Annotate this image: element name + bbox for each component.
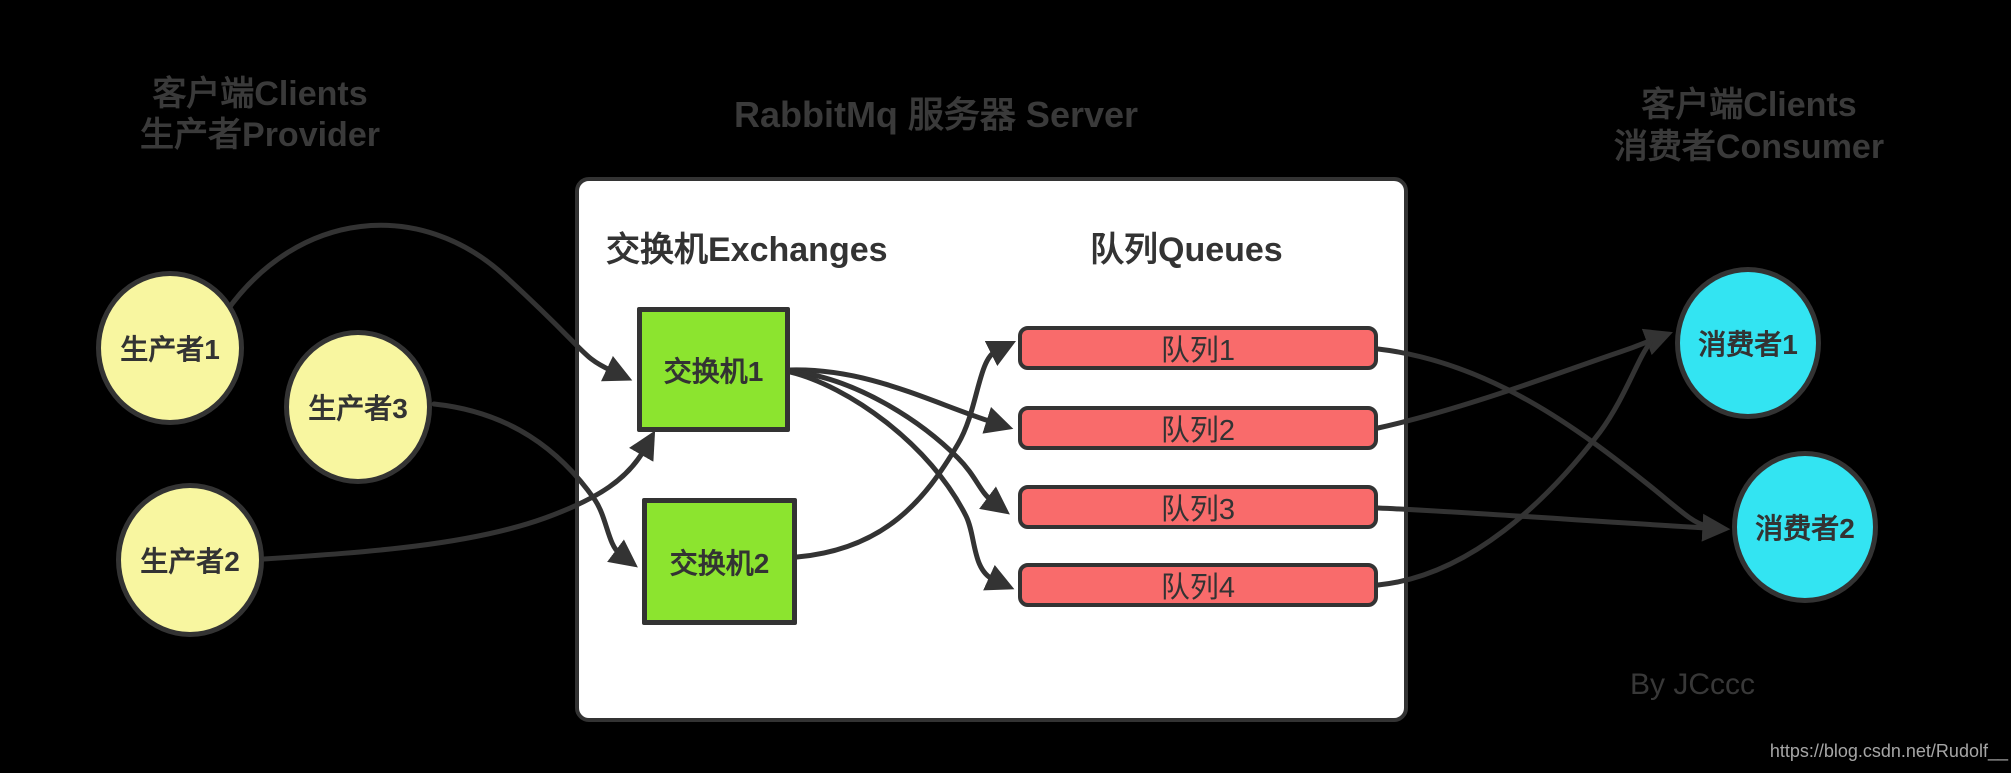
producer-1-node: 生产者1 <box>96 271 244 425</box>
queue-3-label: 队列3 <box>1160 494 1236 526</box>
consumer-2-node: 消费者2 <box>1732 451 1878 603</box>
exchange-1-label: 交换机1 <box>663 355 764 387</box>
queue-4-label: 队列4 <box>1160 572 1236 604</box>
edge-queue3-consumer2 <box>1375 505 1731 542</box>
exchange-1-node: 交换机1 <box>637 307 790 432</box>
queue-2-node: 队列2 <box>1018 406 1378 450</box>
clients-consumer-title-line1: 客户端Clients <box>1641 86 1857 124</box>
consumer-1-label: 消费者1 <box>1698 329 1798 360</box>
source-url-watermark: https://blog.csdn.net/Rudolf__ <box>1769 741 2008 761</box>
producer-3-label: 生产者3 <box>308 393 408 424</box>
clients-consumer-title-line2: 消费者Consumer <box>1613 128 1885 166</box>
producer-2-node: 生产者2 <box>116 483 264 637</box>
queue-1-label: 队列1 <box>1160 335 1236 367</box>
producer-1-label: 生产者1 <box>120 334 220 365</box>
edge-exchange1-queue3 <box>787 368 1010 515</box>
exchange-2-label: 交换机2 <box>669 547 770 579</box>
exchange-2-node: 交换机2 <box>642 498 797 625</box>
clients-provider-title-line2: 生产者Provider <box>140 116 380 154</box>
queue-4-node: 队列4 <box>1018 563 1378 607</box>
edge-producer1-exchange1 <box>223 222 633 382</box>
producer-3-node: 生产者3 <box>284 330 432 484</box>
edge-producer2-exchange1 <box>261 430 656 562</box>
queue-1-node: 队列1 <box>1018 326 1378 370</box>
exchanges-heading: 交换机Exchanges <box>606 231 888 269</box>
consumer-1-node: 消费者1 <box>1675 267 1821 419</box>
edge-exchange2-queue1 <box>794 340 1017 560</box>
consumer-2-label: 消费者2 <box>1755 513 1855 544</box>
clients-provider-title-line1: 客户端Clients <box>152 75 368 113</box>
clients-provider-title: 客户端Clients 生产者Provider <box>100 74 420 156</box>
queue-2-label: 队列2 <box>1160 415 1236 447</box>
edge-queue2-consumer1 <box>1375 328 1673 431</box>
clients-consumer-title: 客户端Clients 消费者Consumer <box>1598 84 1900 168</box>
edge-exchange1-queue4 <box>787 369 1015 591</box>
edge-queue4-consumer1 <box>1375 340 1653 588</box>
producer-2-label: 生产者2 <box>140 546 240 577</box>
queue-3-node: 队列3 <box>1018 485 1378 529</box>
queues-heading: 队列Queues <box>1090 231 1283 269</box>
edge-producer3-exchange2 <box>431 401 638 568</box>
author-watermark: By JCccc <box>1630 668 1756 701</box>
edge-queue1-consumer2 <box>1375 346 1709 529</box>
rabbitmq-server-title: RabbitMq 服务器 Server <box>733 94 1139 135</box>
